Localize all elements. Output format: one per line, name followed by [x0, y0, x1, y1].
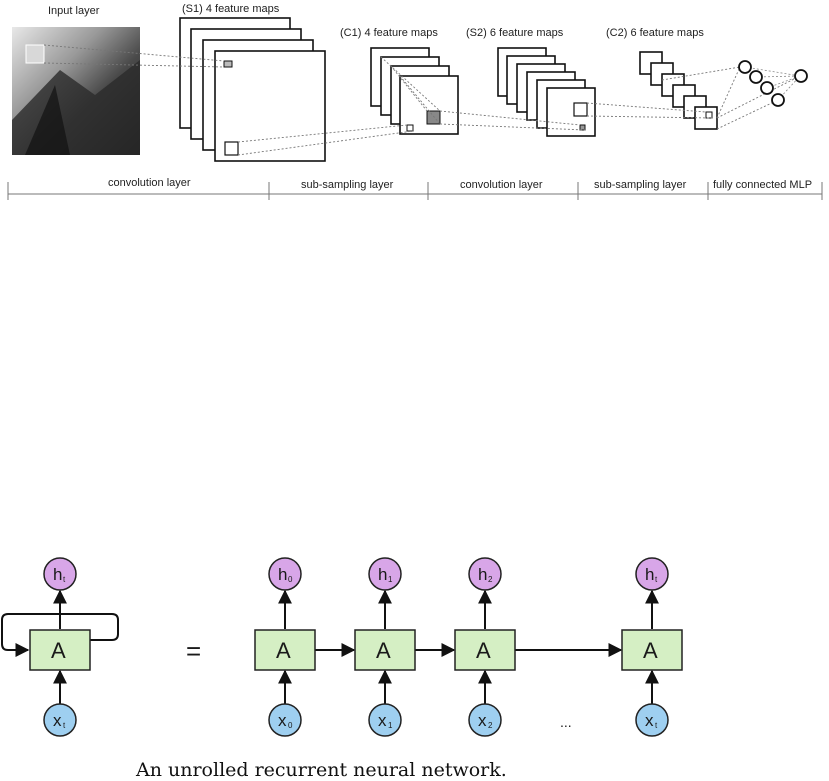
section-label: fully connected MLP	[713, 179, 812, 191]
mlp-network	[738, 60, 808, 107]
unrolled-cell-2: A	[454, 629, 516, 671]
connection-lines	[43, 44, 801, 156]
unrolled-output-node-0-subscript: 0	[288, 575, 293, 584]
unrolled-cell-0-label: A	[276, 638, 291, 663]
unrolled-input-node-0-label: x	[278, 711, 287, 730]
unrolled-output-node-0-label: h	[278, 565, 287, 584]
folded-cell-label: A	[51, 638, 66, 663]
recurrent-loop-arrow	[1, 613, 119, 657]
s1-label: (S1) 4 feature maps	[182, 3, 280, 15]
unrolled-output-node-2-label: h	[478, 565, 487, 584]
s2-feature-maps	[497, 47, 596, 137]
s1-feature-maps	[179, 17, 326, 162]
unrolled-cell-3: A	[621, 629, 683, 671]
folded-input-node-label: x	[53, 711, 62, 730]
c2-feature-maps	[639, 51, 718, 130]
folded-input-node-subscript: t	[63, 721, 66, 730]
mlp-node	[749, 70, 763, 84]
cnn-diagram: Input layer (S1) 4 feature maps (C1) 4 f…	[7, 3, 823, 200]
unrolled-cell-1-label: A	[376, 638, 391, 663]
unrolled-output-node-3-subscript: t	[655, 575, 658, 584]
mlp-node	[760, 81, 774, 95]
ellipsis: ...	[560, 714, 572, 730]
unrolled-input-node-1-subscript: 1	[388, 721, 393, 730]
figure-caption: An unrolled recurrent neural network.	[135, 759, 507, 781]
unrolled-input-node-1-label: x	[378, 711, 387, 730]
unrolled-cell-1: A	[354, 629, 416, 671]
section-label: sub-sampling layer	[594, 179, 687, 191]
section-label: convolution layer	[460, 179, 543, 191]
section-label: sub-sampling layer	[301, 179, 394, 191]
s2-label: (S2) 6 feature maps	[466, 27, 564, 39]
mlp-node	[738, 60, 752, 74]
input-image	[12, 27, 140, 155]
c1-feature-maps	[370, 47, 459, 135]
c2-label: (C2) 6 feature maps	[606, 27, 704, 39]
unrolled-input-node-3-label: x	[645, 711, 654, 730]
folded-output-node-subscript: t	[63, 575, 66, 584]
unrolled-output-node-2-subscript: 2	[488, 575, 493, 584]
c1-label: (C1) 4 feature maps	[340, 27, 438, 39]
unrolled-cell-0: A	[254, 629, 316, 671]
folded-cell: A	[29, 629, 91, 671]
layer-bracket	[7, 182, 823, 200]
mlp-node	[771, 93, 785, 107]
unrolled-cell-3-label: A	[643, 638, 658, 663]
unrolled-output-node-1-subscript: 1	[388, 575, 393, 584]
unrolled-output-node-1-label: h	[378, 565, 387, 584]
unrolled-input-node-2-subscript: 2	[488, 721, 493, 730]
unrolled-input-node-2-label: x	[478, 711, 487, 730]
equals-sign: =	[186, 636, 201, 666]
unrolled-output-node-3-label: h	[645, 565, 654, 584]
mlp-output-node	[794, 69, 808, 83]
input-layer-label: Input layer	[48, 5, 100, 17]
folded-output-node-label: h	[53, 565, 62, 584]
section-label: convolution layer	[108, 177, 191, 189]
unrolled-input-node-3-subscript: t	[655, 721, 658, 730]
unrolled-input-node-0-subscript: 0	[288, 721, 293, 730]
unrolled-cell-2-label: A	[476, 638, 491, 663]
